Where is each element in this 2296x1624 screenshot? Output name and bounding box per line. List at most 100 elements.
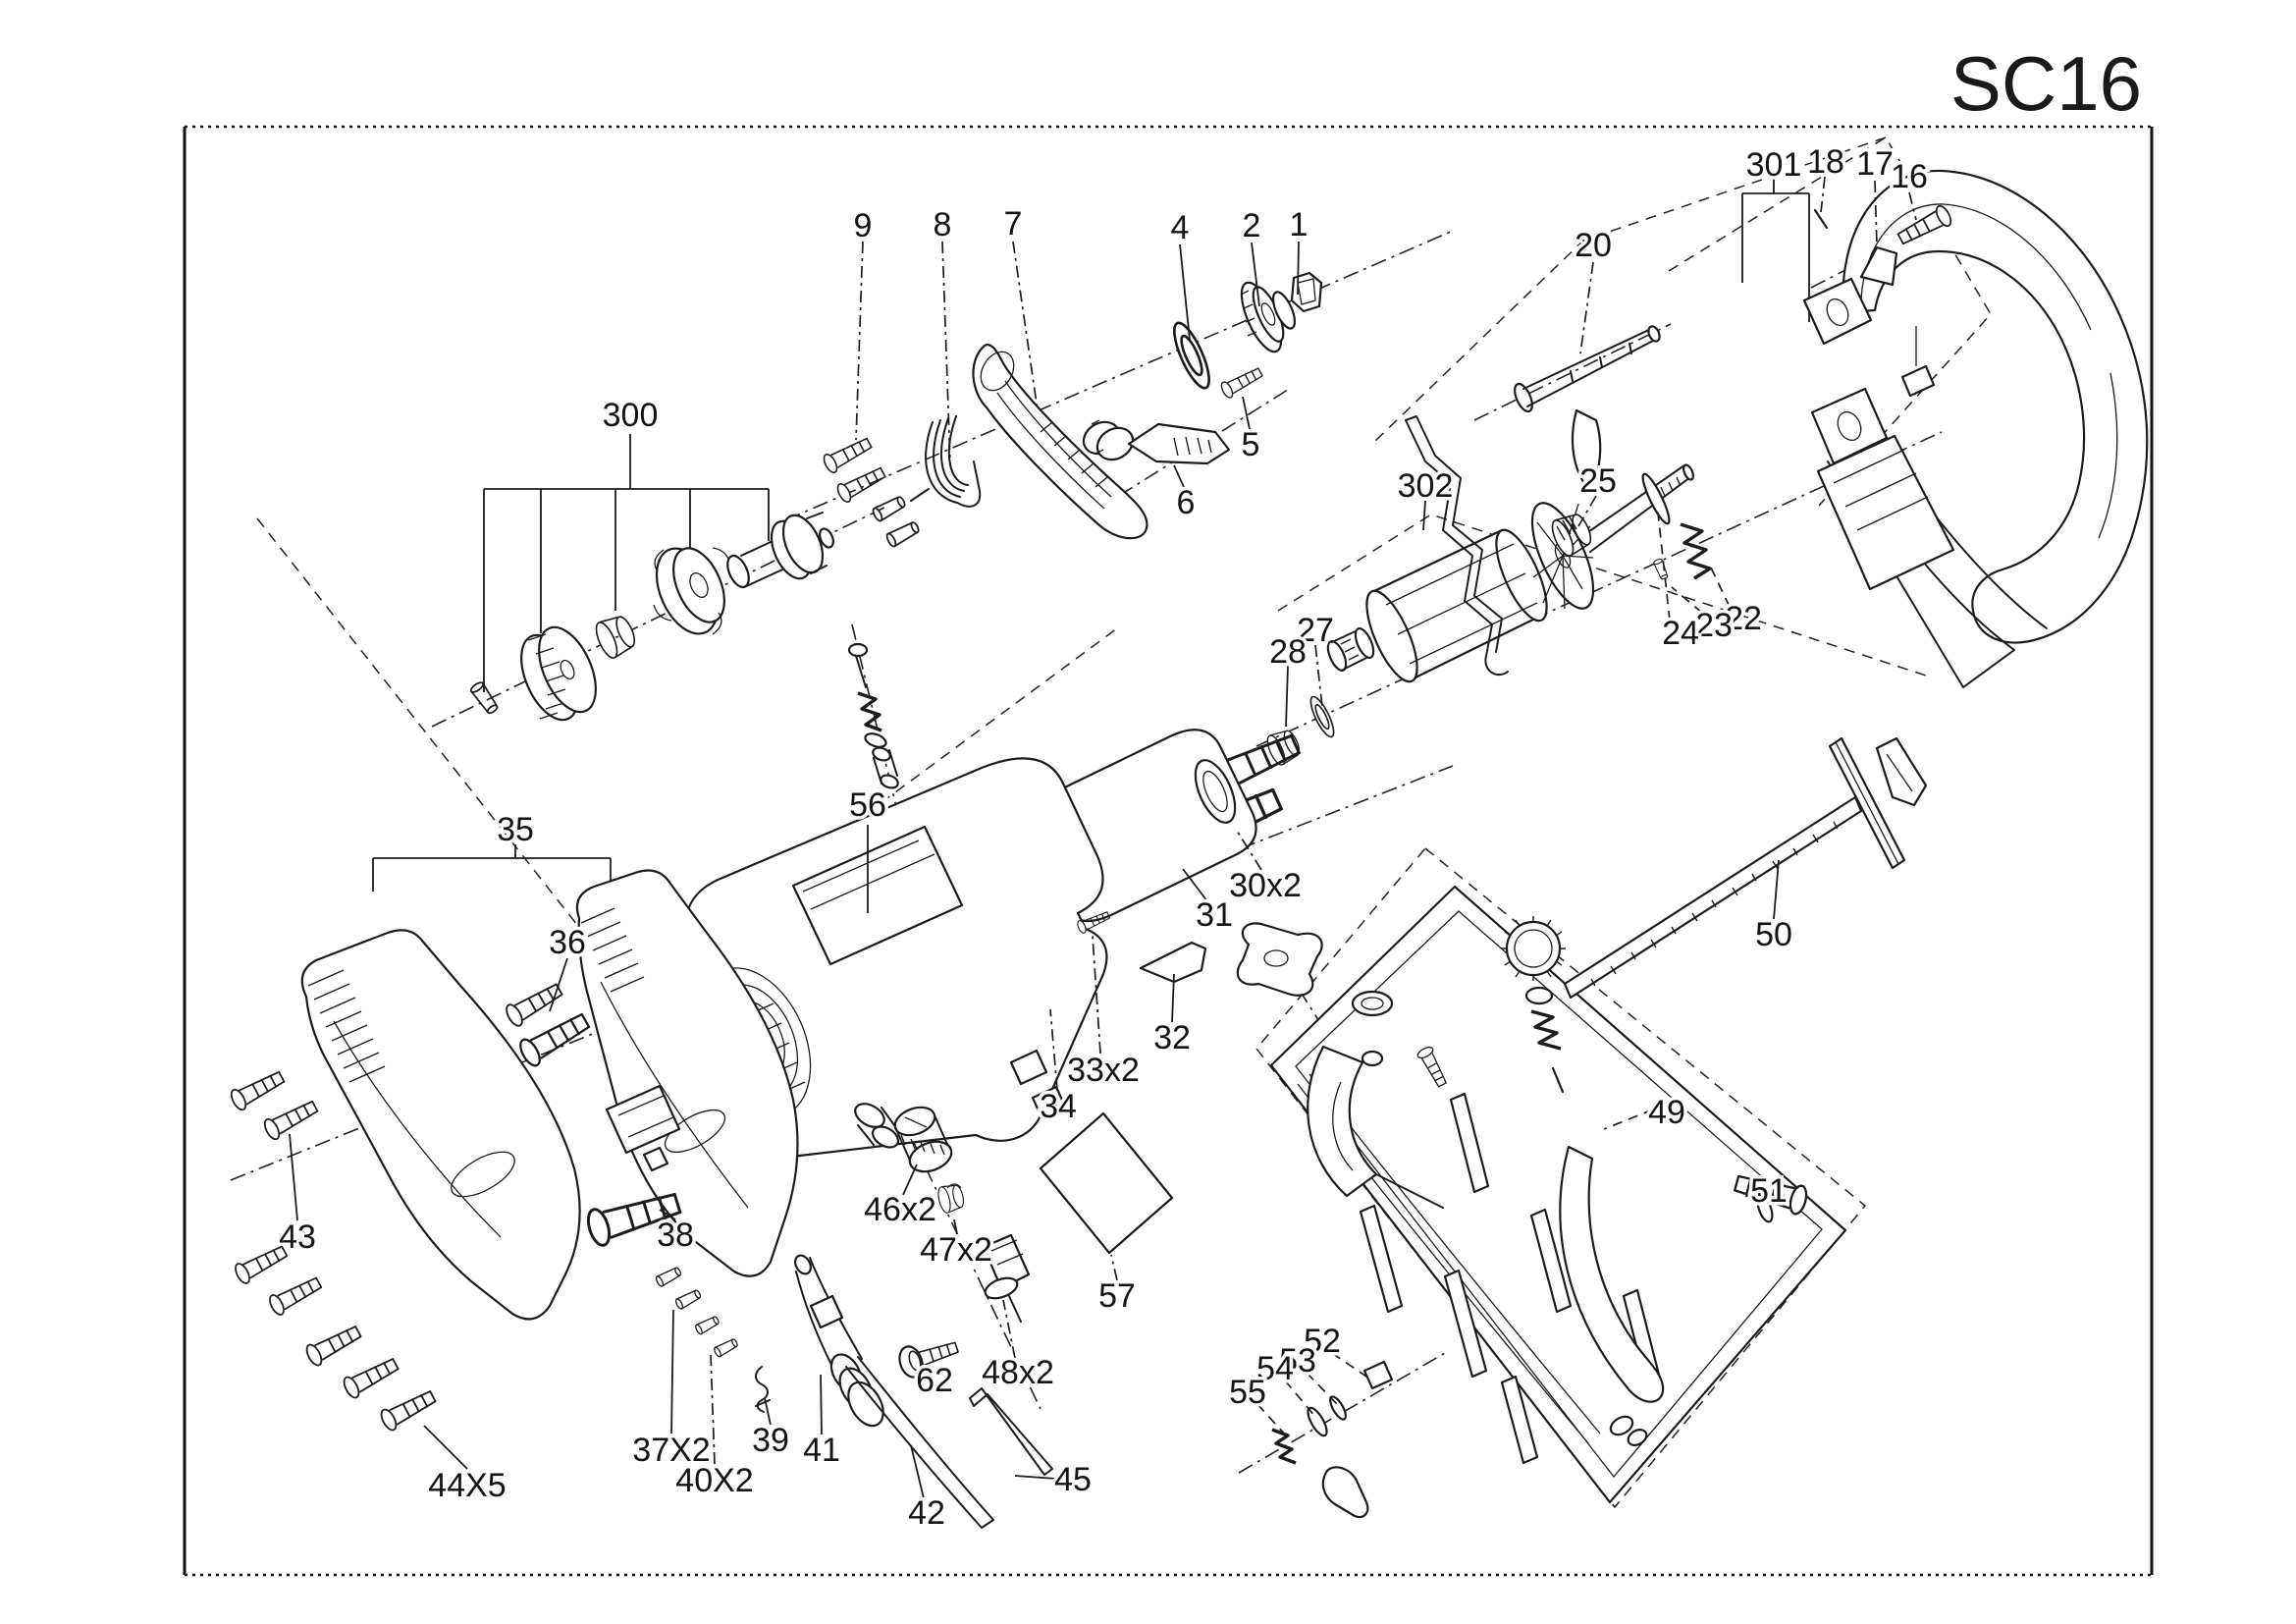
brush-cover-32: [1139, 941, 1207, 984]
page-frame: [183, 125, 2154, 1577]
washer-4: [1166, 317, 1217, 394]
screw-44c: [302, 1321, 365, 1369]
part-label-302: 302: [1398, 467, 1454, 505]
part-label-45: 45: [1054, 1461, 1092, 1498]
handle-shell-left-35: [300, 929, 581, 1321]
power-cord-42: [845, 1356, 994, 1529]
part-label-49: 49: [1648, 1094, 1685, 1131]
part-label-7: 7: [1004, 205, 1023, 243]
base-plate-49: [1269, 885, 1847, 1504]
part-label-55: 55: [1229, 1374, 1266, 1411]
part-label-22: 22: [1725, 600, 1762, 637]
part-label-9: 9: [854, 207, 873, 244]
housing-top-hardware: [847, 642, 899, 789]
clamp-lever: [1321, 1466, 1369, 1519]
pin-40b: [712, 1336, 740, 1359]
part-label-40X2: 40X2: [675, 1462, 753, 1499]
part-label-53: 53: [1279, 1342, 1316, 1380]
carbon-brush-47: [935, 1181, 967, 1215]
brush-boss: [854, 1103, 900, 1149]
part-label-33x2: 33x2: [1067, 1052, 1140, 1089]
part-label-20: 20: [1575, 227, 1612, 264]
screw-9b: [834, 462, 888, 506]
part-label-300: 300: [603, 397, 659, 434]
part-label-31: 31: [1196, 896, 1233, 934]
flat-washer: [1351, 990, 1394, 1017]
roll-pin: [468, 679, 501, 717]
part-label-57: 57: [1098, 1277, 1136, 1315]
base-slots: [1359, 1092, 1663, 1465]
part-label-39: 39: [752, 1422, 789, 1459]
hook-39: [755, 1366, 771, 1413]
part-label-48x2: 48x2: [982, 1354, 1054, 1391]
part-label-4: 4: [1171, 209, 1190, 246]
part-label-38: 38: [657, 1217, 694, 1254]
wing-nut: [1236, 922, 1323, 997]
part-label-51: 51: [1750, 1172, 1788, 1210]
screw-43a: [227, 1065, 288, 1113]
flange-plate: [653, 547, 731, 635]
part-label-42: 42: [908, 1494, 945, 1532]
motor-group: [684, 642, 1305, 1159]
screw-44b: [266, 1272, 325, 1319]
part-label-32: 32: [1153, 1019, 1191, 1056]
cord-guard-41: [794, 1254, 884, 1428]
part-label-36: 36: [549, 924, 586, 961]
carbon-brush-chain: [893, 1106, 1031, 1323]
part-label-34: 34: [1040, 1088, 1077, 1125]
screw-44e: [377, 1385, 440, 1434]
bearing: [591, 611, 641, 662]
washer-24: [1641, 472, 1671, 525]
part-label-18: 18: [1807, 143, 1844, 181]
part-label-41: 41: [803, 1432, 840, 1469]
pin-a: [870, 493, 908, 523]
blade-clamp-cluster: [821, 271, 1323, 549]
page-title: SC16: [1950, 40, 2142, 127]
bearing-25: [1547, 509, 1597, 560]
blade-bolt-1: [1271, 271, 1323, 330]
armature-assembly-302: [1263, 408, 1712, 768]
part-label-5: 5: [1242, 426, 1260, 463]
gear-spindle-assembly-300: [468, 512, 834, 722]
label-sticker-57: [1039, 1111, 1174, 1255]
spring-22: [1680, 522, 1712, 580]
part-label-46x2: 46x2: [864, 1191, 936, 1228]
mount-boss-lower: [1810, 387, 1889, 465]
part-label-23: 23: [1695, 607, 1733, 644]
screw-62: [898, 1336, 961, 1379]
rip-fence-50: [1563, 736, 1906, 1000]
bolt-51: [1732, 1167, 1811, 1223]
part-label-44X5: 44X5: [428, 1467, 506, 1504]
block-17-installed: [1859, 245, 1898, 287]
part-label-54: 54: [1256, 1350, 1294, 1387]
part-label-30x2: 30x2: [1229, 867, 1302, 904]
upper-guard-assembly-301: [1514, 169, 2149, 807]
part-label-17: 17: [1856, 145, 1894, 183]
part-label-24: 24: [1662, 615, 1699, 652]
pin-37b: [673, 1287, 703, 1311]
part-label-62: 62: [916, 1362, 953, 1399]
commutator: [1326, 627, 1375, 672]
guard-bracket: [1875, 736, 1928, 807]
pin-23: [1652, 557, 1670, 581]
armature-shaft: [1581, 463, 1694, 553]
blade-edge-arcs: [1827, 421, 2048, 688]
washer-53: [1329, 1395, 1347, 1421]
switch-block: [605, 1084, 681, 1172]
part-label-8: 8: [934, 206, 952, 244]
guard-scroll: [1842, 169, 2149, 644]
part-label-27: 27: [1297, 612, 1334, 649]
pin-40a: [693, 1314, 721, 1336]
pin-18: [1813, 208, 1829, 230]
leader-lines: [289, 176, 1917, 1499]
allen-key-45: [969, 1387, 1053, 1476]
part-label-2: 2: [1243, 207, 1261, 244]
screw-36a: [502, 978, 566, 1030]
part-label-50: 50: [1755, 916, 1792, 953]
leaf-spring: [1571, 408, 1602, 491]
motor-housing-56: [684, 757, 1108, 1159]
part-label-52: 52: [1304, 1323, 1341, 1360]
screw-5: [1218, 363, 1265, 401]
